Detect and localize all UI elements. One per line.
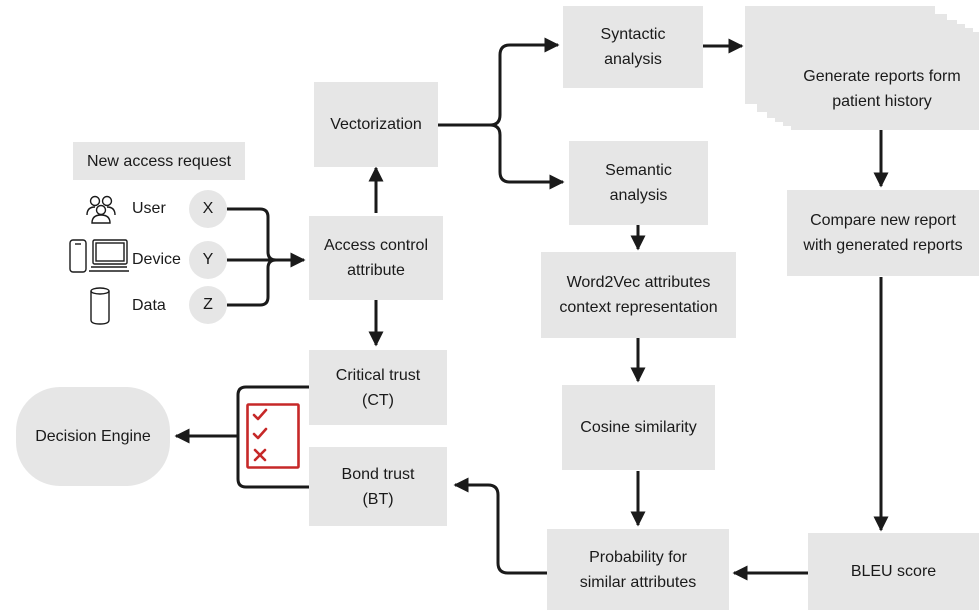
word2vec-node: Word2Vec attributes context representati… bbox=[541, 252, 736, 338]
arrow-to-syntactic bbox=[489, 37, 560, 127]
decision-engine-node: Decision Engine bbox=[16, 387, 170, 486]
variable-y: Y bbox=[189, 241, 227, 279]
user-label: User bbox=[132, 200, 166, 217]
variable-z: Z bbox=[189, 286, 227, 324]
vectorization-node: Vectorization bbox=[314, 82, 438, 167]
bleu-score-node: BLEU score bbox=[808, 533, 979, 610]
compare-reports-node: Compare new report with generated report… bbox=[787, 190, 979, 276]
generate-reports-stack bbox=[745, 6, 979, 130]
semantic-analysis-node: Semantic analysis bbox=[569, 141, 708, 225]
users-icon bbox=[84, 194, 118, 224]
connector-z bbox=[227, 258, 277, 307]
variable-x: X bbox=[189, 190, 227, 228]
access-control-attribute-node: Access control attribute bbox=[309, 216, 443, 300]
device-label: Device bbox=[132, 251, 181, 268]
checklist-icon bbox=[246, 403, 300, 469]
probability-node: Probability for similar attributes bbox=[547, 529, 729, 610]
generate-reports-node: Generate reports form patient history bbox=[803, 68, 961, 110]
arrow-to-bond-trust bbox=[453, 477, 547, 575]
devices-icon bbox=[69, 238, 131, 274]
syntactic-analysis-node: Syntactic analysis bbox=[563, 6, 703, 88]
bond-trust-node: Bond trust (BT) bbox=[309, 447, 447, 526]
data-label: Data bbox=[132, 297, 166, 314]
cosine-similarity-node: Cosine similarity bbox=[562, 385, 715, 470]
critical-trust-node: Critical trust (CT) bbox=[309, 350, 447, 425]
new-access-request-label: New access request bbox=[73, 142, 245, 180]
connector-x bbox=[227, 207, 277, 262]
database-icon bbox=[90, 287, 110, 325]
arrow-to-semantic bbox=[489, 123, 565, 190]
